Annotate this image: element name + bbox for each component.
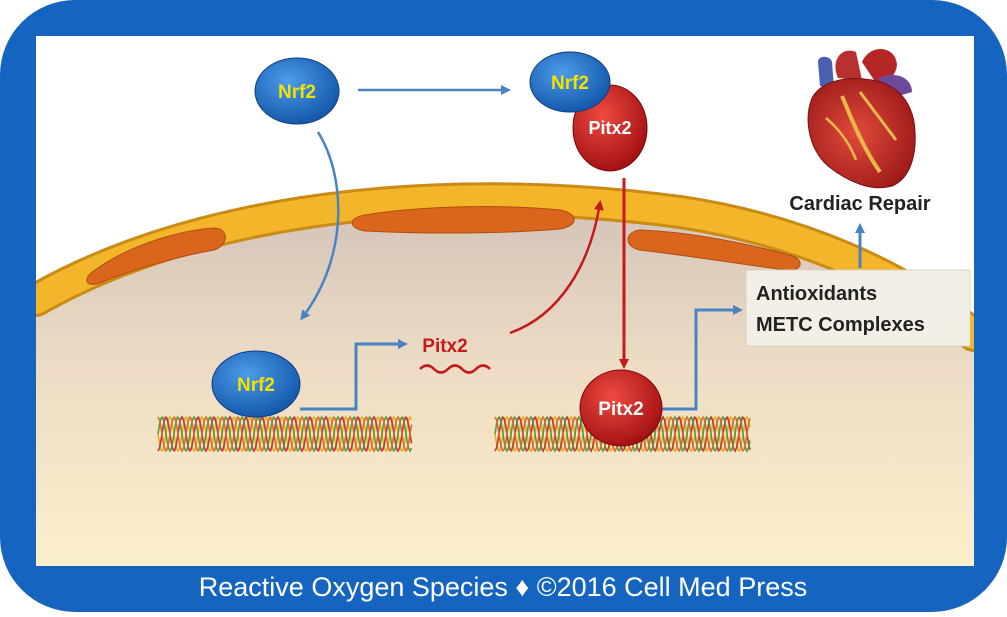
dna-strand xyxy=(494,415,751,453)
footer-credit: Reactive Oxygen Species ♦ ©2016 Cell Med… xyxy=(199,572,807,602)
nrf2-label: Nrf2 xyxy=(278,82,316,103)
nrf2-protein-complex: Nrf2 xyxy=(529,51,611,113)
cell-cytoplasm xyxy=(36,199,974,566)
pitx2-dna-label: Pitx2 xyxy=(598,399,643,420)
dna-strand xyxy=(157,415,413,453)
pitx2-protein-nuclear: Pitx2 xyxy=(579,369,663,447)
pitx2-mrna-squiggle xyxy=(419,364,491,374)
antioxidants-label: Antioxidants xyxy=(756,283,877,305)
nrf2-dna-label: Nrf2 xyxy=(237,375,275,396)
arrow-mrna-export xyxy=(509,200,604,335)
membrane-nucleus xyxy=(86,227,226,285)
pitx2-complex-label: Pitx2 xyxy=(588,118,631,138)
cardiac-repair-label: Cardiac Repair xyxy=(789,193,930,215)
nrf2-complex-label: Nrf2 xyxy=(551,73,589,94)
membrane-nucleus xyxy=(351,206,575,234)
nrf2-protein-cytoplasm: Nrf2 xyxy=(254,57,340,125)
heart-icon xyxy=(807,49,916,189)
arrow-nrf2-to-nucleus xyxy=(300,131,340,321)
arrow-nrf2-transcription xyxy=(300,339,408,411)
antioxidants-box: Antioxidants METC Complexes xyxy=(745,269,971,347)
dna-strand xyxy=(157,415,413,453)
metc-complexes-label: METC Complexes xyxy=(756,314,925,336)
pitx2-mrna-label: Pitx2 xyxy=(422,336,467,357)
arrow-pitx2-transcription xyxy=(660,305,743,411)
dna-helix-left xyxy=(157,415,413,453)
nrf2-protein-nuclear: Nrf2 xyxy=(211,350,301,418)
